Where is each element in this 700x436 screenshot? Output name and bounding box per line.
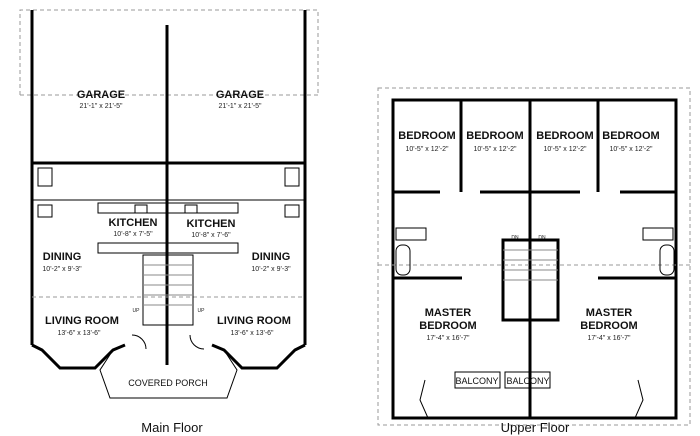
plan-line	[419, 379, 644, 419]
room-label-dining-left: DINING	[43, 251, 82, 263]
plan-line	[131, 334, 205, 350]
room-label-kitchen-left: KITCHEN	[109, 217, 158, 229]
stair-label: UP	[198, 308, 206, 314]
upper-floor-plan	[377, 87, 691, 426]
bay-window	[31, 343, 126, 370]
room-label-master-left-1: MASTER	[425, 307, 472, 319]
plan-line	[284, 204, 300, 218]
stair-label: UP	[133, 308, 141, 314]
room-size-living-right: 13'-6" x 13'-6"	[230, 330, 274, 337]
upper-floor-caption: Upper Floor	[501, 420, 570, 435]
room-label-garage-right: GARAGE	[216, 89, 264, 101]
room-size-dining-right: 10'-2" x 9'-3"	[251, 266, 291, 273]
room-size-bedroom-4: 10'-5" x 12'-2"	[609, 146, 653, 153]
room-label-master-right-2: BEDROOM	[580, 320, 637, 332]
main-floor-caption: Main Floor	[141, 420, 203, 435]
room-size-bedroom-2: 10'-5" x 12'-2"	[473, 146, 517, 153]
room-label-living-left: LIVING ROOM	[45, 315, 119, 327]
plan-line	[284, 167, 300, 187]
main-floor-plan	[19, 9, 319, 399]
room-label-kitchen-right: KITCHEN	[187, 218, 236, 230]
plan-line	[503, 249, 558, 281]
stair-label: DN	[511, 235, 519, 241]
room-size-garage-left: 21'-1" x 21'-5"	[79, 103, 123, 110]
plan-line	[37, 167, 53, 187]
room-label-master-left-2: BEDROOM	[419, 320, 476, 332]
room-size-bedroom-1: 10'-5" x 12'-2"	[405, 146, 449, 153]
balcony-label-left: BALCONY	[455, 376, 498, 386]
plan-line	[97, 242, 239, 254]
room-size-master-right: 17'-4" x 16'-7"	[587, 335, 631, 342]
plan-line	[134, 204, 148, 214]
plan-line	[184, 204, 198, 214]
exterior-wall	[30, 10, 307, 345]
room-label-living-right: LIVING ROOM	[217, 315, 291, 327]
plan-line	[454, 371, 501, 389]
plan-line	[395, 227, 427, 241]
room-size-dining-left: 10'-2" x 9'-3"	[42, 266, 82, 273]
room-label-bedroom-4: BEDROOM	[602, 130, 659, 142]
room-size-kitchen-right: 10'-8" x 7'-6"	[191, 232, 231, 239]
room-label-bedroom-2: BEDROOM	[466, 130, 523, 142]
room-size-master-left: 17'-4" x 16'-7"	[426, 335, 470, 342]
porch-label: COVERED PORCH	[128, 378, 208, 388]
plan-line	[504, 371, 551, 389]
exterior-wall	[391, 98, 678, 420]
balcony-label-right: BALCONY	[506, 376, 549, 386]
plan-line	[143, 264, 193, 306]
plan-line	[142, 254, 194, 326]
roof-outline	[19, 9, 319, 95]
room-size-bedroom-3: 10'-5" x 12'-2"	[543, 146, 587, 153]
plan-line	[659, 244, 675, 276]
plan-line	[97, 202, 239, 214]
bay-window	[211, 343, 306, 370]
room-label-bedroom-3: BEDROOM	[536, 130, 593, 142]
room-size-garage-right: 21'-1" x 21'-5"	[218, 103, 262, 110]
plan-line	[642, 227, 674, 241]
stair-label: DN	[538, 235, 546, 241]
room-label-garage-left: GARAGE	[77, 89, 125, 101]
plan-line	[395, 244, 411, 276]
room-label-bedroom-1: BEDROOM	[398, 130, 455, 142]
room-size-kitchen-left: 10'-8" x 7'-5"	[113, 231, 153, 238]
room-size-living-left: 13'-6" x 13'-6"	[57, 330, 101, 337]
roof-outline	[377, 87, 691, 426]
room-label-dining-right: DINING	[252, 251, 291, 263]
plan-line	[37, 204, 53, 218]
room-label-master-right-1: MASTER	[586, 307, 633, 319]
